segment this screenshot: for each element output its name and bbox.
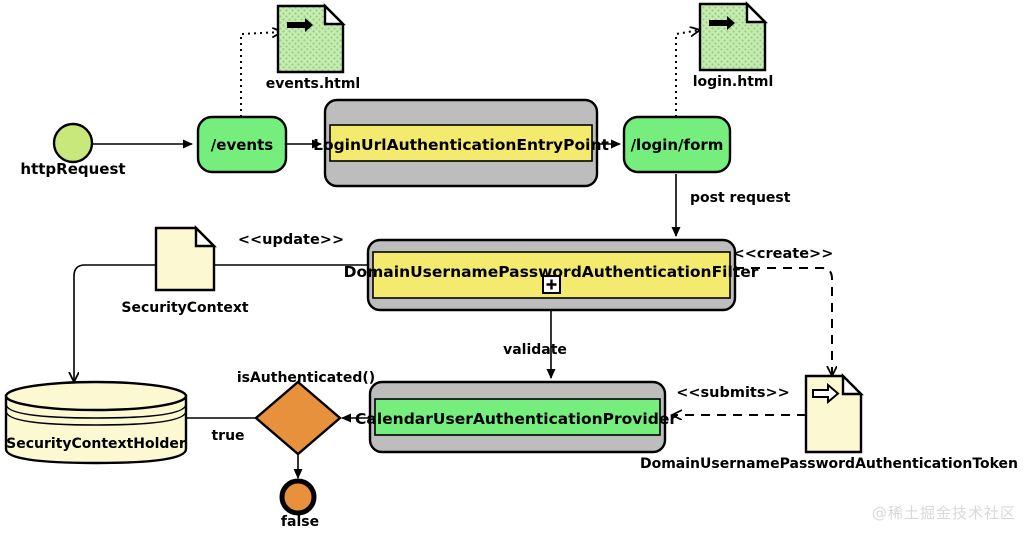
arrow-glyph-icon xyxy=(812,382,840,405)
label-events-html: events.html xyxy=(266,76,360,92)
edge-events-render-html xyxy=(240,32,282,117)
arrow-glyph-icon xyxy=(287,18,313,32)
label-entry-point: LoginUrlAuthenticationEntryPoint xyxy=(313,136,609,154)
label-true: true xyxy=(211,428,244,444)
component-login-url-entry-point xyxy=(323,98,599,188)
node-end-false xyxy=(279,478,317,516)
note-security-context xyxy=(154,225,217,292)
label-auth-token: DomainUsernamePasswordAuthenticationToke… xyxy=(640,456,1018,472)
label-auth-filter: DomainUsernamePasswordAuthenticationFilt… xyxy=(344,263,759,281)
document-events-html xyxy=(276,3,346,74)
component-auth-filter xyxy=(366,238,737,312)
note-auth-token xyxy=(804,373,864,454)
node-events-state xyxy=(196,115,288,174)
label-false: false xyxy=(281,514,319,530)
node-http-request xyxy=(52,122,94,164)
label-http-request: httpRequest xyxy=(20,160,125,178)
label-security-context: SecurityContext xyxy=(121,300,248,316)
arrow-glyph-icon xyxy=(709,16,735,30)
edge-context-to-holder xyxy=(74,264,156,382)
label-auth-provider: CalendarUserAuthenticationProvider xyxy=(355,410,677,428)
datastore-security-context-holder xyxy=(4,380,188,465)
label-update-stereotype: <<update>> xyxy=(238,232,344,248)
watermark: @稀土掘金技术社区 xyxy=(871,504,1016,522)
label-validate: validate xyxy=(503,342,567,358)
label-post-request: post request xyxy=(690,190,791,206)
label-create-stereotype: <<create>> xyxy=(733,246,834,262)
label-login-html: login.html xyxy=(693,74,774,90)
label-security-context-holder: SecurityContextHolder xyxy=(6,436,186,452)
document-login-html xyxy=(698,1,768,72)
decision-is-authenticated xyxy=(254,380,342,456)
component-auth-provider xyxy=(368,380,667,454)
label-submits-stereotype: <<submits>> xyxy=(676,385,790,401)
label-is-authenticated: isAuthenticated() xyxy=(237,370,375,386)
edge-filter-create-token xyxy=(735,267,832,376)
node-login-form-state xyxy=(622,115,732,174)
label-login-form-state: /login/form xyxy=(631,136,724,154)
label-events-state: /events xyxy=(211,136,273,154)
expander-plus-icon xyxy=(546,279,557,290)
